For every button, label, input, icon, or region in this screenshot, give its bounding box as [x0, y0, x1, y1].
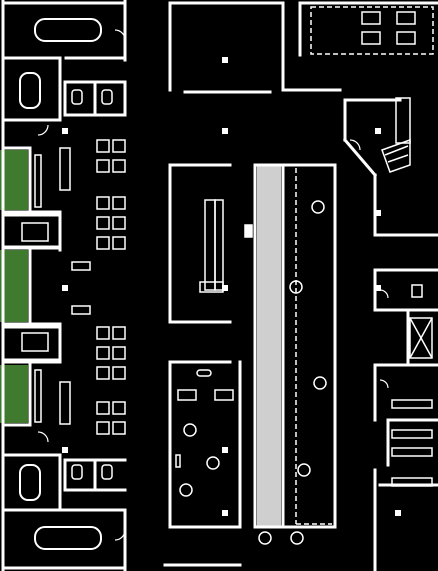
dashed-room-top-right: [310, 6, 434, 55]
small-meeting-tables: [21, 222, 49, 352]
planter-2: [0, 250, 28, 322]
corridor-strip: [257, 165, 281, 527]
restroom-fixtures: [71, 89, 113, 480]
planter-1: [0, 150, 28, 210]
meeting-table-left-bottom: [19, 464, 41, 501]
reception-desk: [199, 199, 253, 293]
lounge-furniture: [175, 200, 327, 545]
meeting-table-left-top: [19, 72, 41, 109]
dashed-outlines: [295, 6, 434, 525]
desks-top-right: [361, 11, 416, 45]
conference-table-bottom: [34, 526, 102, 550]
conference-table-top: [34, 18, 102, 42]
east-room-fixtures: [391, 284, 433, 487]
east-stair: [381, 97, 411, 173]
planter-3: [0, 365, 28, 423]
desk-cluster-west: [34, 139, 126, 435]
conference-tables: [19, 18, 102, 550]
door-swings: [37, 29, 389, 541]
columns: [62, 57, 401, 516]
planters: [0, 150, 28, 423]
